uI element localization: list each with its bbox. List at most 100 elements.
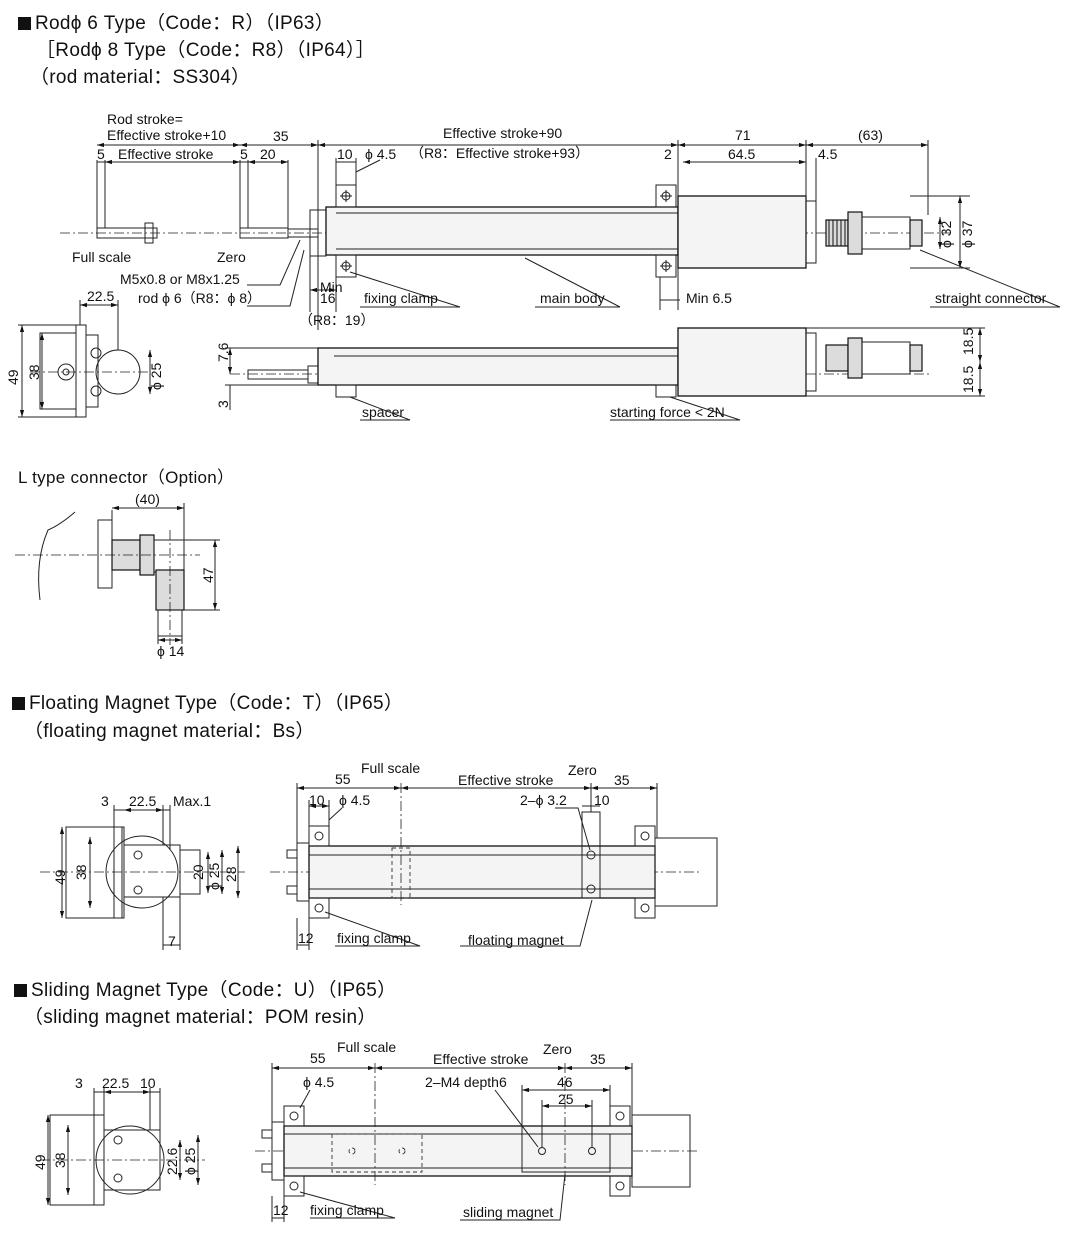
spacer-right <box>655 384 677 398</box>
dim-phi32: ϕ 32 <box>938 220 954 248</box>
label-min: Min <box>320 279 343 295</box>
sliding-side-labels: Full scale 55 Effective stroke Zero 35 ϕ… <box>273 1039 606 1220</box>
label-floating-magnet: floating magnet <box>468 932 564 948</box>
dim-35: 35 <box>273 128 289 144</box>
sliding-end-labels: 3 22.5 10 49 38 22.6 ϕ 25 <box>32 1075 198 1175</box>
spacer-left <box>335 384 357 398</box>
label-tap: 2–M4 depth6 <box>425 1074 507 1090</box>
dim-phi45: ϕ 4.5 <box>339 792 370 808</box>
fixing-clamp-right-bottom <box>655 254 677 278</box>
dim-phi45: ϕ 4.5 <box>365 146 396 162</box>
dim-22-5: 22.5 <box>87 288 114 304</box>
dim-49: 49 <box>32 1154 48 1170</box>
rod-top-labels: Rod stroke= Effective stroke+10 5 Effect… <box>72 111 1047 328</box>
label-full-scale: Full scale <box>361 760 420 776</box>
l-connector-labels: (40) 47 ϕ 14 <box>135 491 216 659</box>
dim-10: 10 <box>337 146 353 162</box>
floating-main-body <box>308 845 656 899</box>
label-rod-stroke2: Effective stroke+10 <box>107 127 226 143</box>
dim-7-6: 7.6 <box>215 342 231 362</box>
label-full-scale: Full scale <box>337 1039 396 1055</box>
dim-22-6: 22.6 <box>164 1148 180 1175</box>
dim-5b: 5 <box>240 146 248 162</box>
dim-49: 49 <box>52 869 68 885</box>
label-eff-stroke: Effective stroke <box>118 146 214 162</box>
sliding-magnet <box>521 1133 611 1173</box>
rod-type-title: Rodϕ 6 Type（Code：R）（IP63） <box>18 10 334 37</box>
dim-22-5: 22.5 <box>129 793 156 809</box>
label-max1: Max.1 <box>173 793 211 809</box>
dim-22-5: 22.5 <box>102 1075 129 1091</box>
rod-full-scale-ghost <box>96 227 158 239</box>
rod-material: （rod material：SS304） <box>30 67 251 88</box>
fixing-clamp-right-top <box>655 184 677 208</box>
label-zero: Zero <box>568 762 597 778</box>
dim-18-5a: 18.5 <box>960 328 976 355</box>
dim-phi25: ϕ 25 <box>206 862 222 890</box>
dim-10: 10 <box>140 1075 156 1091</box>
dim-20: 20 <box>260 146 276 162</box>
label-straight-connector: straight connector <box>935 290 1047 306</box>
fixing-clamp-left-top <box>335 184 357 208</box>
label-hole: 2–ϕ 3.2 <box>520 792 567 808</box>
dim-7: 7 <box>168 933 176 949</box>
dim-3: 3 <box>75 1075 83 1091</box>
dim-10b: 10 <box>594 792 610 808</box>
floating-side-labels: Full scale 55 Effective stroke Zero 35 1… <box>298 760 630 948</box>
sliding-title-text: Sliding Magnet Type（Code：U）（IP65） <box>31 980 397 1001</box>
label-thread: M5x0.8 or M8x1.25 <box>120 271 240 287</box>
dim-40: (40) <box>135 491 160 507</box>
dim-phi37: ϕ 37 <box>959 220 975 248</box>
floating-end-view <box>40 805 245 950</box>
label-main-body: main body <box>540 290 605 306</box>
rod-end-view <box>18 300 153 418</box>
rod8-type-subtitle: ［Rodϕ 8 Type（Code：R8）（IP64）］ <box>36 40 376 61</box>
sliding-side-view <box>255 1063 700 1222</box>
label-eff-stroke: Effective stroke <box>458 772 554 788</box>
rod-type-title-text: Rodϕ 6 Type（Code：R）（IP63） <box>35 13 335 34</box>
dim-63: (63) <box>858 127 883 143</box>
dim-phi45: ϕ 4.5 <box>303 1074 334 1090</box>
dim-10a: 10 <box>309 792 325 808</box>
sliding-title: Sliding Magnet Type（Code：U）（IP65） <box>14 977 396 1004</box>
dim-35: 35 <box>590 1051 606 1067</box>
dim-12: 12 <box>273 1202 289 1218</box>
dim-38: 38 <box>52 1152 68 1168</box>
dim-12: 12 <box>298 930 314 946</box>
label-fixing-clamp: fixing clamp <box>364 290 438 306</box>
dim-phi14: ϕ 14 <box>157 643 185 659</box>
rod-side-labels: 7.6 3 spacer starting force < 2N 18.5 18… <box>215 328 976 420</box>
dim-38: 38 <box>73 864 89 880</box>
l-connector-view <box>15 503 220 645</box>
rod-top-view <box>60 140 1061 330</box>
black-square-icon <box>12 697 25 710</box>
label-fixing-clamp: fixing clamp <box>310 1202 384 1218</box>
dim-35: 35 <box>614 772 630 788</box>
floating-material: （floating magnet material：Bs） <box>24 721 315 742</box>
dim-55: 55 <box>335 771 351 787</box>
dim-phi25: ϕ 25 <box>148 362 164 390</box>
label-zero: Zero <box>217 249 246 265</box>
label-rod-dia: rod ϕ 6（R8：ϕ 8） <box>138 290 261 306</box>
dim-38: 38 <box>26 364 42 380</box>
label-fixing-clamp: fixing clamp <box>337 930 411 946</box>
label-eff90: Effective stroke+90 <box>443 125 562 141</box>
main-body <box>325 206 679 256</box>
label-min-6-5: Min 6.5 <box>686 290 732 306</box>
black-square-icon <box>14 984 27 997</box>
dim-47: 47 <box>200 567 216 583</box>
label-eff93: （R8：Effective stroke+93） <box>410 145 589 161</box>
label-zero: Zero <box>543 1041 572 1057</box>
label-eff-stroke: Effective stroke <box>433 1051 529 1067</box>
label-full-scale: Full scale <box>72 249 131 265</box>
l-connector-title: L type connector（Option） <box>18 468 235 487</box>
sensor-head <box>677 195 807 269</box>
dim-49: 49 <box>5 369 21 385</box>
dim-5a: 5 <box>97 146 105 162</box>
label-sliding-magnet: sliding magnet <box>463 1204 553 1220</box>
dim-2: 2 <box>664 146 672 162</box>
dim-28: 28 <box>223 866 239 882</box>
dim-64-5: 64.5 <box>728 146 755 162</box>
rod-side-view <box>225 327 985 421</box>
